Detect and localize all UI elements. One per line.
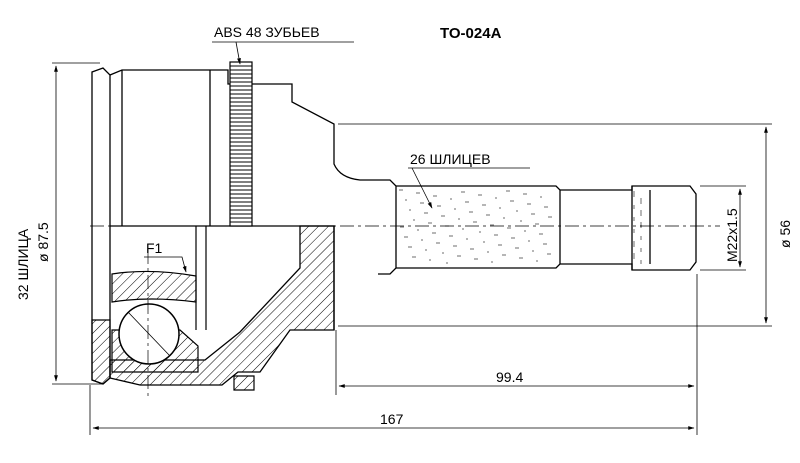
outer-diameter-label: ø 87.5 xyxy=(35,222,51,262)
thread-label: M22x1.5 xyxy=(724,208,740,262)
shaft-diameter-label: ø 56 xyxy=(777,220,793,248)
inner-splines-label: 32 ШЛИЦА xyxy=(15,228,31,300)
shaft-length-label: 99.4 xyxy=(496,369,523,385)
centerlines xyxy=(90,225,720,400)
spline-texture xyxy=(399,189,642,264)
part-number: TO-024A xyxy=(440,25,502,42)
total-length-label: 167 xyxy=(380,411,404,427)
abs-callout: ABS 48 ЗУБЬЕВ xyxy=(214,24,320,40)
shaft-splines-callout: 26 ШЛИЦЕВ xyxy=(410,151,491,167)
leader-lines xyxy=(144,41,530,273)
shaft xyxy=(333,179,697,330)
housing-section xyxy=(91,225,335,391)
f1-callout: F1 xyxy=(146,240,163,256)
abs-ring xyxy=(229,61,253,227)
dimension-lines xyxy=(52,62,772,435)
